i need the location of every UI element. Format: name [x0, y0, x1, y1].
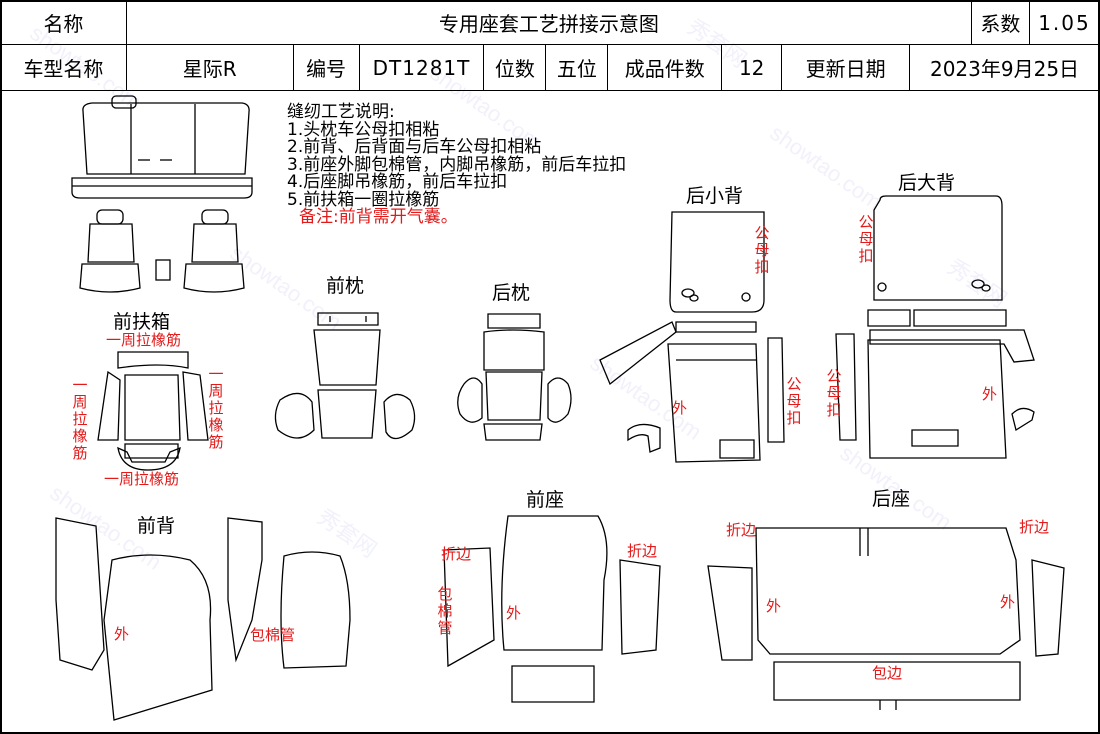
date-value: 2023年9月25日: [909, 44, 1100, 91]
section-rear-big-back: 后大背: [898, 172, 956, 194]
annotation-outer: 外: [672, 399, 688, 417]
front-seat-pieces: [443, 515, 661, 703]
seats-value: 五位: [545, 44, 609, 91]
annotation-outer: 外: [114, 625, 130, 643]
notes-title: 缝纫工艺说明:: [287, 102, 395, 122]
date-label: 更新日期: [781, 44, 911, 91]
note-item: 3.前座外脚包棉管，内脚吊橡筋，前后车拉扣: [287, 154, 627, 175]
sewing-notes: 缝纫工艺说明: 1.头枕车公母扣相粘 2.前背、后背面与后车公母扣相粘 3.前座…: [287, 102, 627, 227]
note-item: 2.前背、后背面与后车公母扣相粘: [287, 137, 542, 157]
rear-headrest-pieces: [457, 313, 572, 441]
annotation-fold: 折边: [726, 521, 757, 539]
annotation-elastic-right: 一周拉橡筋: [208, 365, 224, 451]
annotation-outer: 外: [982, 385, 998, 403]
header-table: 名称 专用座套工艺拼接示意图 系数 1.05 车型名称 星际R 编号 DT128…: [0, 0, 1100, 91]
seat-overview-diagram: [71, 95, 253, 293]
annotation-snap: 公母扣: [826, 367, 842, 419]
annotation-wrap: 包边: [872, 664, 903, 682]
section-front-headrest: 前枕: [326, 275, 365, 297]
annotation-elastic-left: 一周拉橡筋: [72, 376, 88, 462]
annotation-fold: 折边: [1019, 518, 1050, 536]
front-back-pieces: [55, 517, 351, 721]
annotation-elastic-bottom: 一周拉橡筋: [104, 470, 180, 488]
annotation-elastic-top: 一周拉橡筋: [106, 331, 182, 349]
note-item: 1.头枕车公母扣相粘: [287, 119, 440, 140]
annotation-snap: 公母扣: [786, 375, 802, 427]
rear-big-back-pieces: [835, 195, 1035, 459]
model-value: 星际R: [125, 44, 294, 91]
doc-title: 专用座套工艺拼接示意图: [125, 0, 972, 45]
code-label: 编号: [292, 44, 360, 91]
section-front-back: 前背: [137, 515, 176, 537]
note-item: 4.后座脚吊橡筋，前后车拉扣: [287, 172, 508, 192]
annotation-foam-tube: 包棉管: [437, 585, 453, 637]
annotation-snap: 公母扣: [754, 224, 770, 276]
note-item: 5.前扶箱一圈拉橡筋: [287, 189, 440, 210]
coef-value: 1.05: [1028, 0, 1100, 45]
front-headrest-pieces: [274, 312, 416, 440]
section-rear-headrest: 后枕: [492, 282, 531, 304]
section-rear-small-back: 后小背: [686, 185, 744, 207]
annotation-outer: 外: [766, 597, 782, 615]
annotation-fold: 折边: [441, 545, 472, 563]
code-value: DT1281T: [358, 44, 485, 91]
annotation-outer: 外: [1000, 593, 1016, 611]
rear-seat-pieces: [707, 527, 1065, 710]
pieces-label: 成品件数: [607, 44, 723, 91]
model-label: 车型名称: [0, 44, 127, 91]
annotation-foam-tube: 包棉管: [250, 626, 296, 644]
seats-label: 位数: [483, 44, 547, 91]
section-front-armrest: 前扶箱: [113, 311, 171, 333]
pieces-value: 12: [721, 44, 783, 91]
annotation-fold: 折边: [627, 542, 658, 560]
notes-remark: 备注:前背需开气囊。: [299, 207, 458, 227]
annotation-outer: 外: [506, 604, 522, 622]
section-front-seat: 前座: [526, 489, 565, 511]
annotation-snap: 公母扣: [858, 213, 874, 265]
front-armrest-pieces: [97, 351, 209, 471]
section-rear-seat: 后座: [872, 488, 911, 510]
rear-small-back-pieces: [599, 211, 785, 463]
